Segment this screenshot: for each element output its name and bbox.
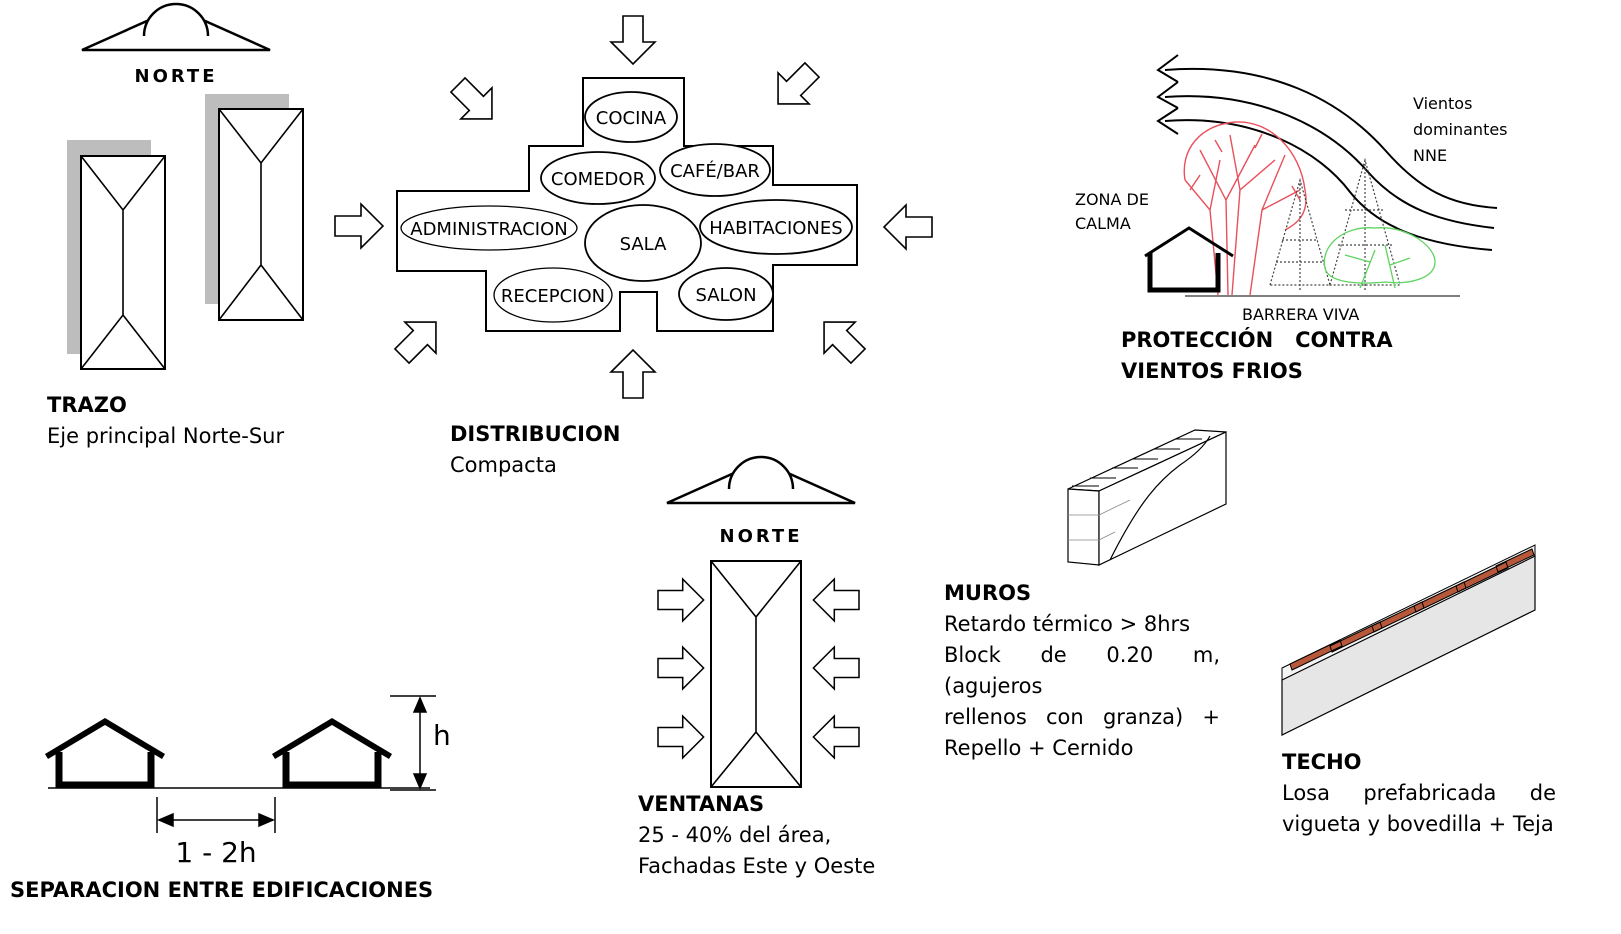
- zona-calma-line2: CALMA: [1075, 214, 1131, 233]
- trazo-caption: TRAZO Eje principal Norte-Sur: [47, 390, 284, 452]
- block-wall-illustration: [1067, 429, 1227, 566]
- barrera-viva-label: BARRERA VIVA: [1242, 305, 1359, 324]
- muros-line-3: rellenos con granza) +: [944, 705, 1220, 729]
- sheltered-house: [1144, 226, 1234, 293]
- svg-text:COCINA: COCINA: [596, 108, 667, 129]
- height-dimension: [390, 695, 436, 791]
- height-label: h: [433, 719, 451, 752]
- distribucion-caption: DISTRIBUCION Compacta: [450, 419, 620, 481]
- vientos-line1: Vientos: [1413, 94, 1472, 113]
- muros-line-1: Retardo térmico > 8hrs: [944, 612, 1191, 636]
- north-label: NORTE: [135, 66, 218, 87]
- tree-green: [1323, 227, 1436, 289]
- techo-line-1: Losa prefabricada de: [1282, 781, 1556, 805]
- room-cafe-bar: CAFÉ/BAR: [659, 143, 771, 197]
- muros-caption: MUROS Retardo térmico > 8hrs Block de 0.…: [944, 578, 1220, 764]
- muros-line-2: Block de 0.20 m, (agujeros: [944, 643, 1220, 698]
- tree-conifer: [1269, 157, 1401, 290]
- muros-title: MUROS: [944, 581, 1032, 605]
- room-administracion: ADMINISTRACION: [400, 205, 578, 251]
- ventanas-title: VENTANAS: [638, 792, 765, 816]
- tree-red: [1183, 121, 1307, 296]
- trazo-building-right: [205, 94, 304, 321]
- separacion-title: SEPARACION ENTRE EDIFICACIONES: [10, 878, 434, 902]
- svg-text:SALON: SALON: [695, 285, 756, 306]
- svg-text:HABITACIONES: HABITACIONES: [709, 218, 842, 239]
- room-habitaciones: HABITACIONES: [699, 199, 853, 255]
- ventanas-line-1: 25 - 40% del área,: [638, 823, 832, 847]
- trazo-desc: Eje principal Norte-Sur: [47, 424, 285, 448]
- svg-text:ADMINISTRACION: ADMINISTRACION: [410, 219, 568, 240]
- separation-label: 1 - 2h: [175, 836, 256, 869]
- ventanas-building: [710, 560, 802, 788]
- proteccion-caption: PROTECCIÓN CONTRA VIENTOS FRIOS: [1121, 325, 1393, 387]
- roof-section-illustration: [1281, 544, 1536, 736]
- distribucion-plan-outline: [396, 77, 858, 332]
- separacion-house-right: [272, 718, 392, 785]
- ventanas-line-2: Fachadas Este y Oeste: [638, 854, 876, 878]
- zona-calma-line1: ZONA DE: [1075, 190, 1149, 209]
- trazo-title: TRAZO: [47, 393, 127, 417]
- room-recepcion: RECEPCION: [493, 267, 613, 323]
- distribucion-desc: Compacta: [450, 453, 557, 477]
- techo-title: TECHO: [1282, 750, 1362, 774]
- trazo-building-left: [67, 140, 166, 370]
- ventanas-caption: VENTANAS 25 - 40% del área, Fachadas Est…: [638, 789, 875, 882]
- techo-caption: TECHO Losa prefabricada de vigueta y bov…: [1282, 747, 1556, 840]
- room-comedor: COMEDOR: [540, 151, 656, 205]
- svg-text:RECEPCION: RECEPCION: [501, 286, 605, 307]
- svg-text:CAFÉ/BAR: CAFÉ/BAR: [670, 160, 760, 182]
- ventanas-north-symbol: [665, 455, 857, 505]
- distribucion-title: DISTRIBUCION: [450, 422, 621, 446]
- room-salon: SALON: [678, 267, 774, 321]
- vientos-line3: NNE: [1413, 146, 1447, 165]
- room-sala: SALA: [584, 204, 702, 282]
- wind-lines: [1156, 54, 1498, 251]
- muros-line-4: Repello + Cernido: [944, 736, 1134, 760]
- techo-line-2: vigueta y bovedilla + Teja: [1282, 812, 1554, 836]
- separacion-caption: SEPARACION ENTRE EDIFICACIONES: [10, 875, 433, 906]
- north-label-2: NORTE: [720, 526, 803, 547]
- proteccion-title-2: VIENTOS FRIOS: [1121, 359, 1303, 383]
- vientos-line2: dominantes: [1413, 120, 1508, 139]
- trazo-north-symbol: [80, 2, 272, 52]
- separation-dimension: [156, 797, 276, 833]
- separacion-house-left: [45, 718, 165, 785]
- room-cocina: COCINA: [584, 91, 678, 143]
- svg-text:COMEDOR: COMEDOR: [551, 169, 645, 190]
- proteccion-title-1: PROTECCIÓN CONTRA: [1121, 328, 1393, 352]
- svg-text:SALA: SALA: [620, 234, 668, 255]
